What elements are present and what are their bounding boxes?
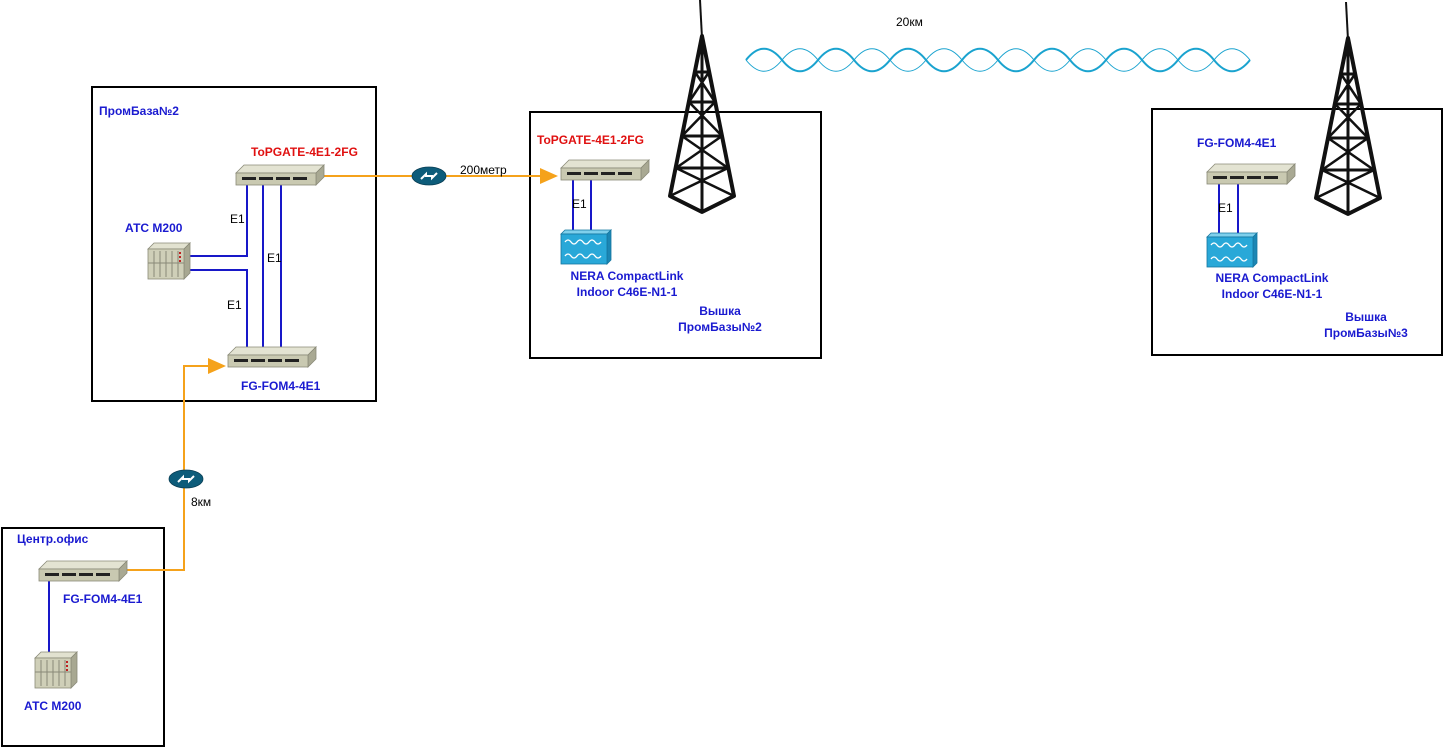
e1-label: E1 [267, 251, 282, 265]
e1-label: E1 [230, 212, 245, 226]
site-frame-prombaza2 [91, 86, 377, 402]
pbx-cabinet-icon [147, 242, 191, 280]
network-switch-icon [38, 560, 128, 582]
fiber-link-8km [126, 358, 226, 571]
radio-unit-icon [560, 229, 612, 265]
pbx-label: АТС М200 [24, 699, 82, 713]
network-switch-icon [235, 164, 325, 186]
topgate-label: ToPGATE-4E1-2FG [251, 145, 358, 159]
radio-tower-icon [668, 0, 736, 214]
topgate-label: ToPGATE-4E1-2FG [537, 133, 644, 147]
tower-label-line2: ПромБазы№2 [678, 320, 762, 334]
network-switch-icon [560, 159, 650, 181]
tower-label-line2: ПромБазы№3 [1324, 326, 1408, 340]
network-switch-icon [227, 346, 317, 368]
fom-label: FG-FOM4-4E1 [1197, 136, 1277, 150]
site-frame-tower2 [529, 111, 822, 359]
nera-label-line1: NERA CompactLink [1215, 271, 1329, 285]
site-frame-tower3 [1151, 108, 1443, 356]
nera-label-line2: Indoor C46E-N1-1 [1221, 287, 1323, 301]
radio-wave-2 [745, 48, 1251, 72]
site-title-prombaza2: ПромБаза№2 [99, 104, 179, 118]
fiber-distance-label: 8км [191, 495, 212, 509]
radio-unit-icon [1206, 232, 1258, 268]
pbx-cabinet-icon [34, 651, 78, 689]
network-switch-icon [1206, 163, 1296, 185]
tower-label-line1: Вышка [1345, 310, 1387, 324]
nera-label-line2: Indoor C46E-N1-1 [576, 285, 678, 299]
site-frame-central [1, 527, 165, 747]
radio-distance-label: 20км [896, 15, 923, 29]
e1-line [190, 183, 248, 257]
fom-label: FG-FOM4-4E1 [63, 592, 143, 606]
pbx-label: АТС М200 [125, 221, 183, 235]
e1-line [190, 269, 248, 348]
fom-label: FG-FOM4-4E1 [241, 379, 321, 393]
fiber-distance-label: 200метр [460, 163, 507, 177]
media-converter-icon [411, 166, 447, 186]
e1-label: E1 [227, 298, 242, 312]
nera-label-line1: NERA CompactLink [570, 269, 684, 283]
e1-label: E1 [572, 197, 587, 211]
e1-label: E1 [1218, 201, 1233, 215]
media-converter-icon [168, 469, 204, 489]
site-title-central: Центр.офис [17, 532, 89, 546]
tower-label-line1: Вышка [699, 304, 741, 318]
